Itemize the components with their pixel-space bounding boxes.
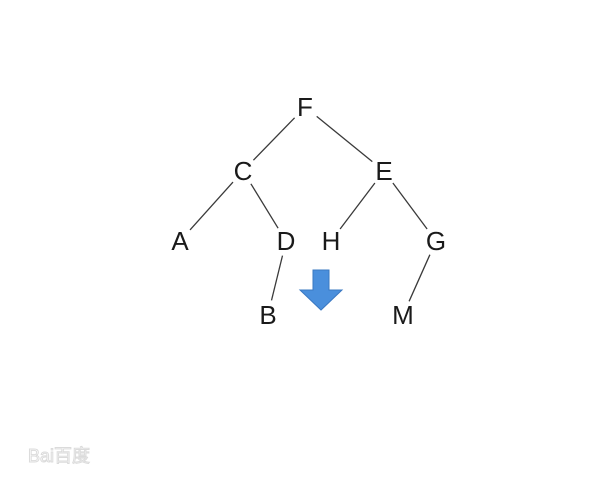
tree-edges: [189, 115, 431, 302]
node-b: B: [259, 300, 276, 330]
edge-e-h: [339, 182, 376, 230]
node-a: A: [171, 226, 189, 256]
watermark-text: Bai百度: [28, 446, 90, 466]
edge-c-a: [189, 181, 234, 231]
edge-f-e: [316, 115, 373, 163]
node-e: E: [375, 156, 392, 186]
down-arrow-icon: [298, 269, 344, 311]
edge-d-b: [270, 255, 284, 301]
watermark-logo: Bai百度: [28, 446, 91, 467]
edge-e-g: [392, 182, 428, 230]
edge-f-c: [252, 117, 296, 161]
node-g: G: [426, 226, 446, 256]
node-h: H: [322, 226, 341, 256]
node-m: M: [392, 300, 414, 330]
edge-c-d: [250, 183, 279, 229]
node-d: D: [277, 226, 296, 256]
node-f: F: [297, 92, 313, 122]
edge-g-m: [408, 254, 431, 302]
node-c: C: [234, 156, 253, 186]
